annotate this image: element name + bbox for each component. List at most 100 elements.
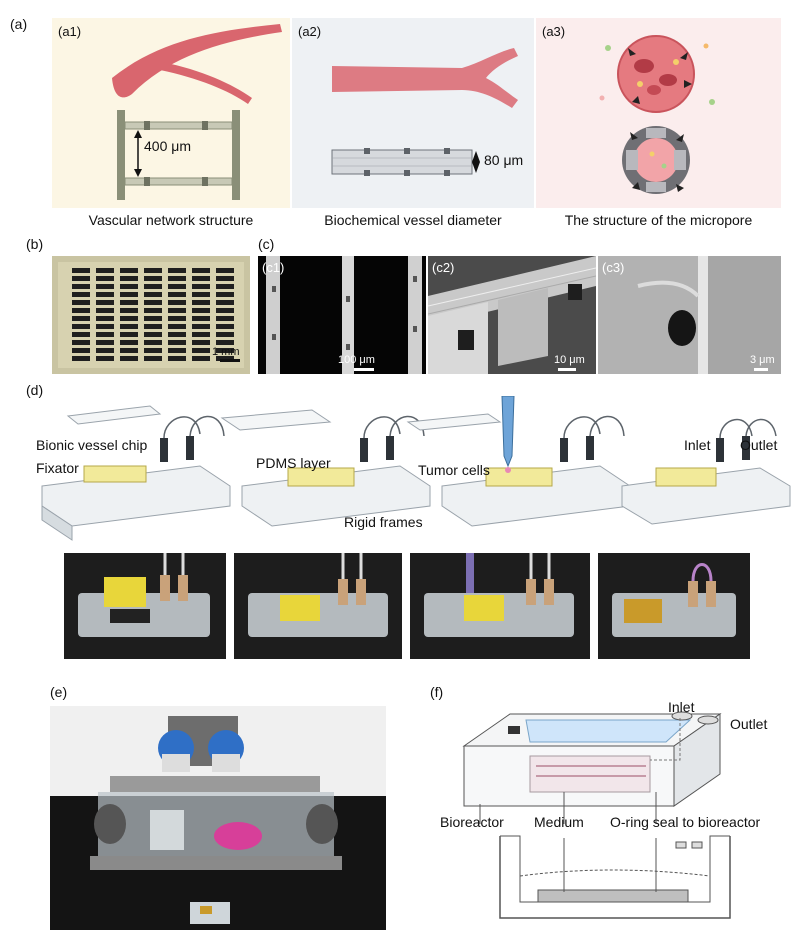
- label-tumor-cells: Tumor cells: [418, 462, 490, 478]
- chip-channel: [120, 292, 138, 297]
- chip-channel: [216, 356, 234, 361]
- chip-channel: [144, 292, 162, 297]
- chip-channel: [120, 316, 138, 321]
- panel-c3-label: (c3): [602, 260, 625, 275]
- b-scale-label: 1 mm: [212, 346, 240, 358]
- chip-channel: [120, 276, 138, 281]
- a3-caption: The structure of the micropore: [564, 212, 753, 228]
- c1-vessel-strips: [266, 256, 422, 374]
- c3-scale-label: 3 μm: [750, 354, 775, 366]
- assembly-schematics: [41, 396, 791, 541]
- chip-channel: [96, 268, 114, 273]
- panel-a1: (a1) 400 μm: [52, 18, 290, 208]
- chip-channel: [72, 340, 90, 345]
- chip-channel: [168, 316, 186, 321]
- chip-channel: [192, 356, 210, 361]
- chip-channel: [216, 348, 234, 353]
- chip-channel: [96, 324, 114, 329]
- label-outlet-f: Outlet: [730, 716, 768, 732]
- chip-channel: [144, 300, 162, 305]
- chip-channel: [144, 276, 162, 281]
- chip-channel: [120, 340, 138, 345]
- chip-channel: [168, 300, 186, 305]
- chip-channel: [72, 292, 90, 297]
- chip-channel: [96, 276, 114, 281]
- chip-channel: [96, 348, 114, 353]
- chip-channel: [96, 316, 114, 321]
- c3-scale-bar: [754, 368, 768, 371]
- chip-channel: [168, 292, 186, 297]
- bioreactor-schematic: [462, 711, 731, 919]
- vessel-diameter-illustration: [331, 48, 518, 176]
- chip-channel: [192, 340, 210, 345]
- chip-channel: [96, 356, 114, 361]
- panel-f-label: (f): [430, 684, 444, 700]
- label-pdms-layer: PDMS layer: [256, 455, 331, 471]
- chip-channel: [216, 332, 234, 337]
- label-outlet-d: Outlet: [740, 437, 778, 453]
- chip-channel: [72, 268, 90, 273]
- label-rigid-frames: Rigid frames: [344, 514, 423, 530]
- chip-channel: [216, 268, 234, 273]
- a2-caption: Biochemical vessel diameter: [324, 212, 502, 228]
- chip-channel: [168, 356, 186, 361]
- chip-channel: [72, 356, 90, 361]
- chip-channel: [72, 324, 90, 329]
- chip-channel: [120, 300, 138, 305]
- c1-scale-label: 100 μm: [338, 354, 375, 366]
- chip-channel: [120, 348, 138, 353]
- c1-scale-bar: [354, 368, 374, 371]
- a1-dimension-label: 400 μm: [144, 138, 191, 154]
- d-photo-2: [234, 553, 402, 659]
- panel-c-label: (c): [258, 236, 275, 252]
- c3-sem-image: (c3) 3 μm: [598, 256, 781, 374]
- micropore-illustration: [599, 35, 715, 194]
- panel-b-label: (b): [26, 236, 44, 252]
- chip-channel: [192, 268, 210, 273]
- chip-channel: [216, 292, 234, 297]
- chip-channel: [216, 324, 234, 329]
- chip-channel: [120, 324, 138, 329]
- chip-channel: [216, 316, 234, 321]
- chip-channel: [192, 292, 210, 297]
- c3-micropore-detail: [598, 256, 781, 374]
- chip-channel: [192, 316, 210, 321]
- panel-a1-label: (a1): [58, 24, 82, 39]
- chip-channel: [144, 324, 162, 329]
- chip-channel: [144, 308, 162, 313]
- chip-channel: [120, 332, 138, 337]
- chip-channel: [96, 292, 114, 297]
- stage-1-schematic: [41, 405, 231, 541]
- chip-channel: [192, 300, 210, 305]
- chip-channel: [120, 308, 138, 313]
- c1-sem-image: (c1) 100 μm: [258, 256, 426, 374]
- label-oring: O-ring seal to bioreactor: [610, 814, 761, 830]
- d-photo-3: [410, 553, 590, 659]
- stage-4-schematic: [621, 418, 791, 525]
- panel-c1-label: (c1): [262, 260, 285, 275]
- chip-channel: [96, 340, 114, 345]
- chip-channel: [168, 284, 186, 289]
- chip-channel: [144, 348, 162, 353]
- vascular-network-illustration: [112, 24, 282, 200]
- chip-channel: [72, 308, 90, 313]
- chip-channel: [192, 332, 210, 337]
- chip-channel: [192, 284, 210, 289]
- chip-channel: [72, 284, 90, 289]
- panel-c2-label: (c2): [432, 260, 455, 275]
- chip-channel: [120, 284, 138, 289]
- d-photo-4: [598, 553, 750, 659]
- c2-scale-bar: [558, 368, 576, 371]
- chip-channel: [168, 324, 186, 329]
- chip-channel: [144, 316, 162, 321]
- chip-channel: [96, 284, 114, 289]
- chip-channel: [144, 268, 162, 273]
- label-inlet-f: Inlet: [668, 699, 695, 715]
- chip-photo: 1 mm: [52, 256, 250, 374]
- chip-channel: [192, 276, 210, 281]
- panel-a2: (a2) 80 μm: [292, 18, 534, 208]
- chip-channel: [168, 340, 186, 345]
- chip-channel: [168, 308, 186, 313]
- chip-channel: [96, 308, 114, 313]
- panel-a3-label: (a3): [542, 24, 566, 39]
